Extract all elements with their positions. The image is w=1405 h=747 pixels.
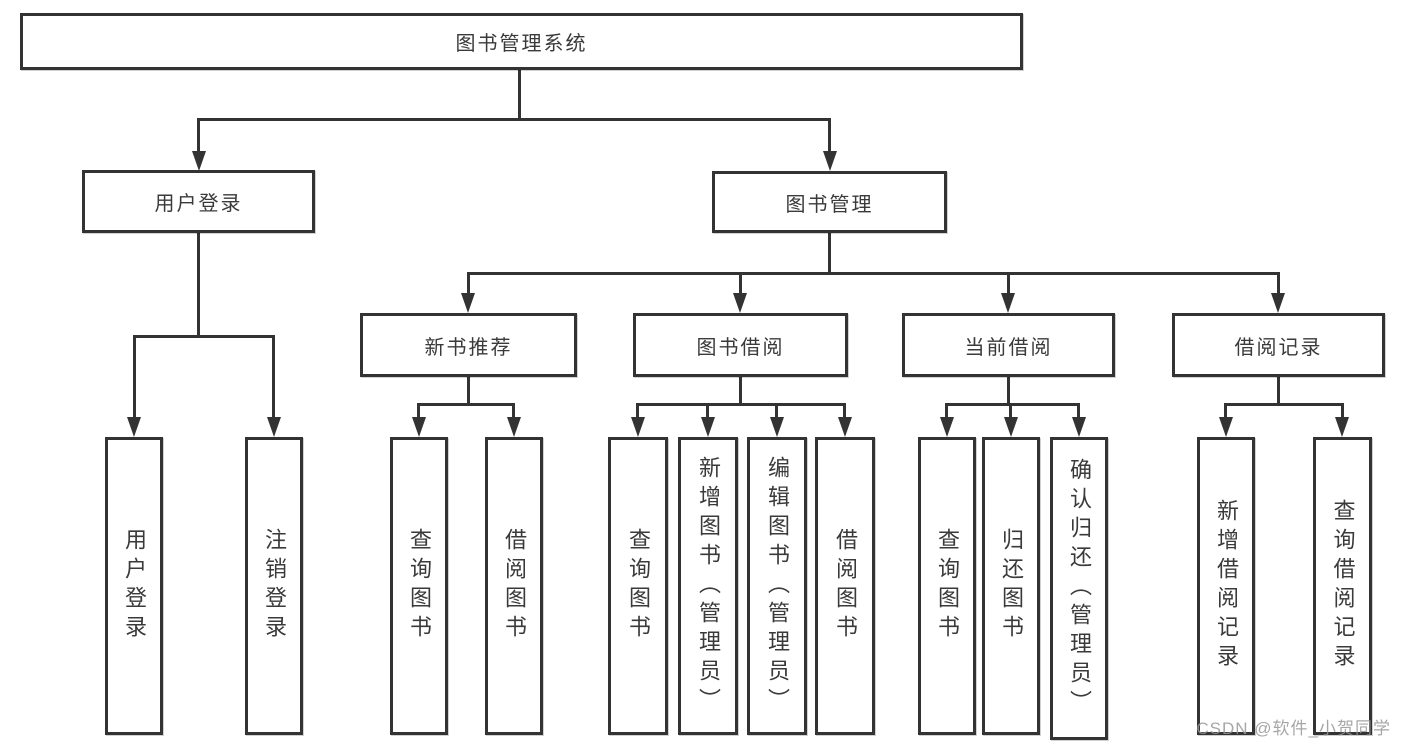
connector-drop: [1007, 272, 1010, 295]
connector-userlogin-bus: [133, 335, 274, 338]
connector-drop: [272, 335, 275, 419]
connector-drop: [133, 335, 136, 419]
arrow-down-icon: [733, 293, 747, 313]
leaf-current-confirm-return-admin: 确认归还（管理员）: [1050, 437, 1108, 740]
leaf-borrow-add-books-admin: 新增图书（管理员）: [678, 437, 738, 735]
leaf-borrow-borrow-books: 借阅图书: [815, 437, 875, 735]
node-book-management-group: 图书管理: [712, 171, 947, 233]
connector-drop: [843, 403, 846, 419]
connector-records-stem: [1277, 377, 1280, 406]
leaf-records-query-record: 查询借阅记录: [1313, 437, 1372, 735]
node-borrowing-records: 借阅记录: [1172, 313, 1385, 377]
arrow-down-icon: [1004, 417, 1018, 437]
connector-drop: [1009, 403, 1012, 419]
connector-userlogin-stem: [197, 233, 200, 338]
arrow-down-icon: [412, 417, 426, 437]
arrow-down-icon: [838, 417, 852, 437]
connector-current-bus: [945, 403, 1080, 406]
connector-level2-bus: [197, 118, 830, 121]
connector-drop: [706, 403, 709, 419]
csdn-watermark: CSDN @软件_小贺同学: [1196, 719, 1391, 738]
arrow-down-icon: [461, 293, 475, 313]
arrow-down-icon: [940, 417, 954, 437]
arrow-down-icon: [267, 417, 281, 437]
connector-root-stem: [518, 70, 521, 121]
connector-drop: [636, 403, 639, 419]
connector-level3-bus: [467, 272, 1280, 275]
arrow-down-icon: [1001, 293, 1015, 313]
connector-newbook-stem: [467, 376, 470, 406]
leaf-borrow-query-books: 查询图书: [608, 437, 668, 735]
arrow-down-icon: [770, 417, 784, 437]
arrow-down-icon: [507, 417, 521, 437]
connector-drop: [467, 272, 470, 295]
connector-drop: [417, 403, 420, 419]
connector-drop: [775, 403, 778, 419]
connector-records-bus: [1224, 403, 1344, 406]
arrow-down-icon: [192, 151, 206, 171]
arrow-down-icon: [1271, 293, 1285, 313]
node-user-login-group: 用户登录: [82, 170, 315, 233]
connector-drop: [197, 118, 200, 153]
arrow-down-icon: [1335, 417, 1349, 437]
leaf-logout: 注销登录: [245, 437, 303, 735]
node-book-borrowing: 图书借阅: [633, 313, 848, 377]
arrow-down-icon: [127, 417, 141, 437]
leaf-current-return-books: 归还图书: [982, 437, 1040, 735]
arrow-down-icon: [1072, 417, 1086, 437]
leaf-newbook-query-books: 查询图书: [390, 437, 448, 735]
connector-drop: [1277, 272, 1280, 295]
connector-newbook-bus: [417, 403, 515, 406]
connector-drop: [1341, 403, 1344, 419]
arrow-down-icon: [823, 151, 837, 171]
leaf-borrow-edit-books-admin: 编辑图书（管理员）: [747, 437, 807, 735]
node-root-library-system: 图书管理系统: [20, 13, 1023, 70]
connector-drop: [512, 403, 515, 419]
leaf-user-login: 用户登录: [105, 437, 163, 735]
node-new-book-recommend: 新书推荐: [360, 313, 577, 377]
leaf-records-add-record: 新增借阅记录: [1197, 437, 1255, 735]
leaf-newbook-borrow-books: 借阅图书: [485, 437, 543, 735]
arrow-down-icon: [701, 417, 715, 437]
node-current-borrowing: 当前借阅: [902, 313, 1115, 377]
connector-current-stem: [1007, 377, 1010, 406]
arrow-down-icon: [631, 417, 645, 437]
arrow-down-icon: [1219, 417, 1233, 437]
connector-drop: [945, 403, 948, 419]
connector-borrow-bus: [636, 403, 846, 406]
connector-drop: [1077, 403, 1080, 419]
connector-borrow-stem: [739, 376, 742, 406]
connector-drop: [739, 272, 742, 295]
connector-bookmgmt-stem: [828, 233, 831, 275]
leaf-current-query-books: 查询图书: [918, 437, 976, 735]
connector-drop: [828, 118, 831, 153]
connector-drop: [1224, 403, 1227, 419]
